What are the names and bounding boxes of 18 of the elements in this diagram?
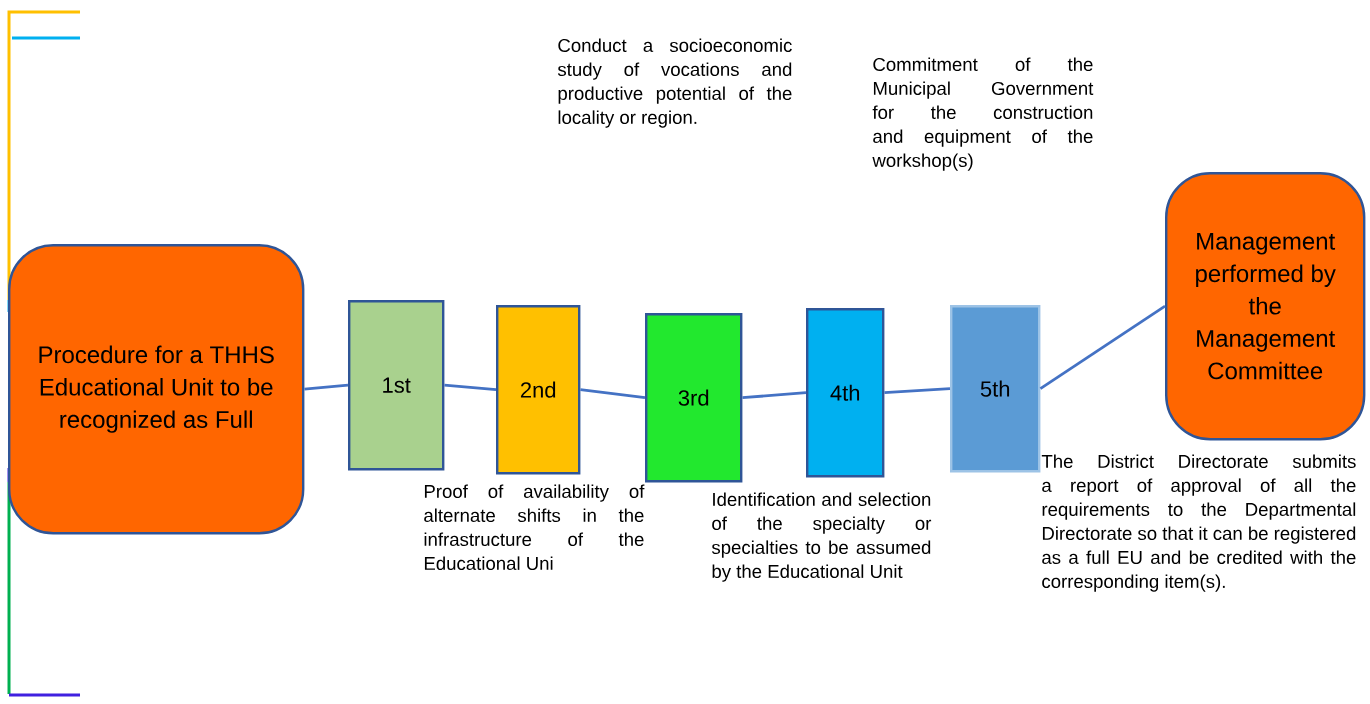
rounded-box: Procedure for a THHS Educational Unit to be recognized as Full (8, 244, 305, 535)
step-box: 4th (806, 308, 885, 478)
step-box: 1st (348, 300, 445, 471)
step-description: Commitment of the Municipal Government for the construction and equipment of the workshop(s) (872, 57, 1094, 171)
step-box: 5th (950, 305, 1041, 473)
step-description: Identification and selection of the specialty or specialties to be assumed by the Educational Unit (711, 492, 932, 582)
connector-line (304, 383, 349, 391)
connector-line (884, 387, 951, 395)
connector-line (580, 388, 646, 400)
connector-line (444, 383, 497, 392)
rounded-box: Management performed by the Management Committee (1165, 172, 1366, 441)
step-description: Conduct a socioeconomic study of vocations and productive potential of the locality or region. (557, 38, 792, 128)
step-description: The District Directorate submits a report of approval of all the requirements to the Departmental Directorate so that it can be registered as a full EU and be credited with the corresponding item(s). (1041, 454, 1356, 592)
step-description: Proof of availability of alternate shifts in the infrastructure of the Educational Uni (424, 484, 645, 571)
step-box: 3rd (645, 313, 743, 483)
connector-line (1039, 305, 1166, 390)
connector-line (742, 391, 807, 400)
step-box: 2nd (496, 305, 581, 475)
